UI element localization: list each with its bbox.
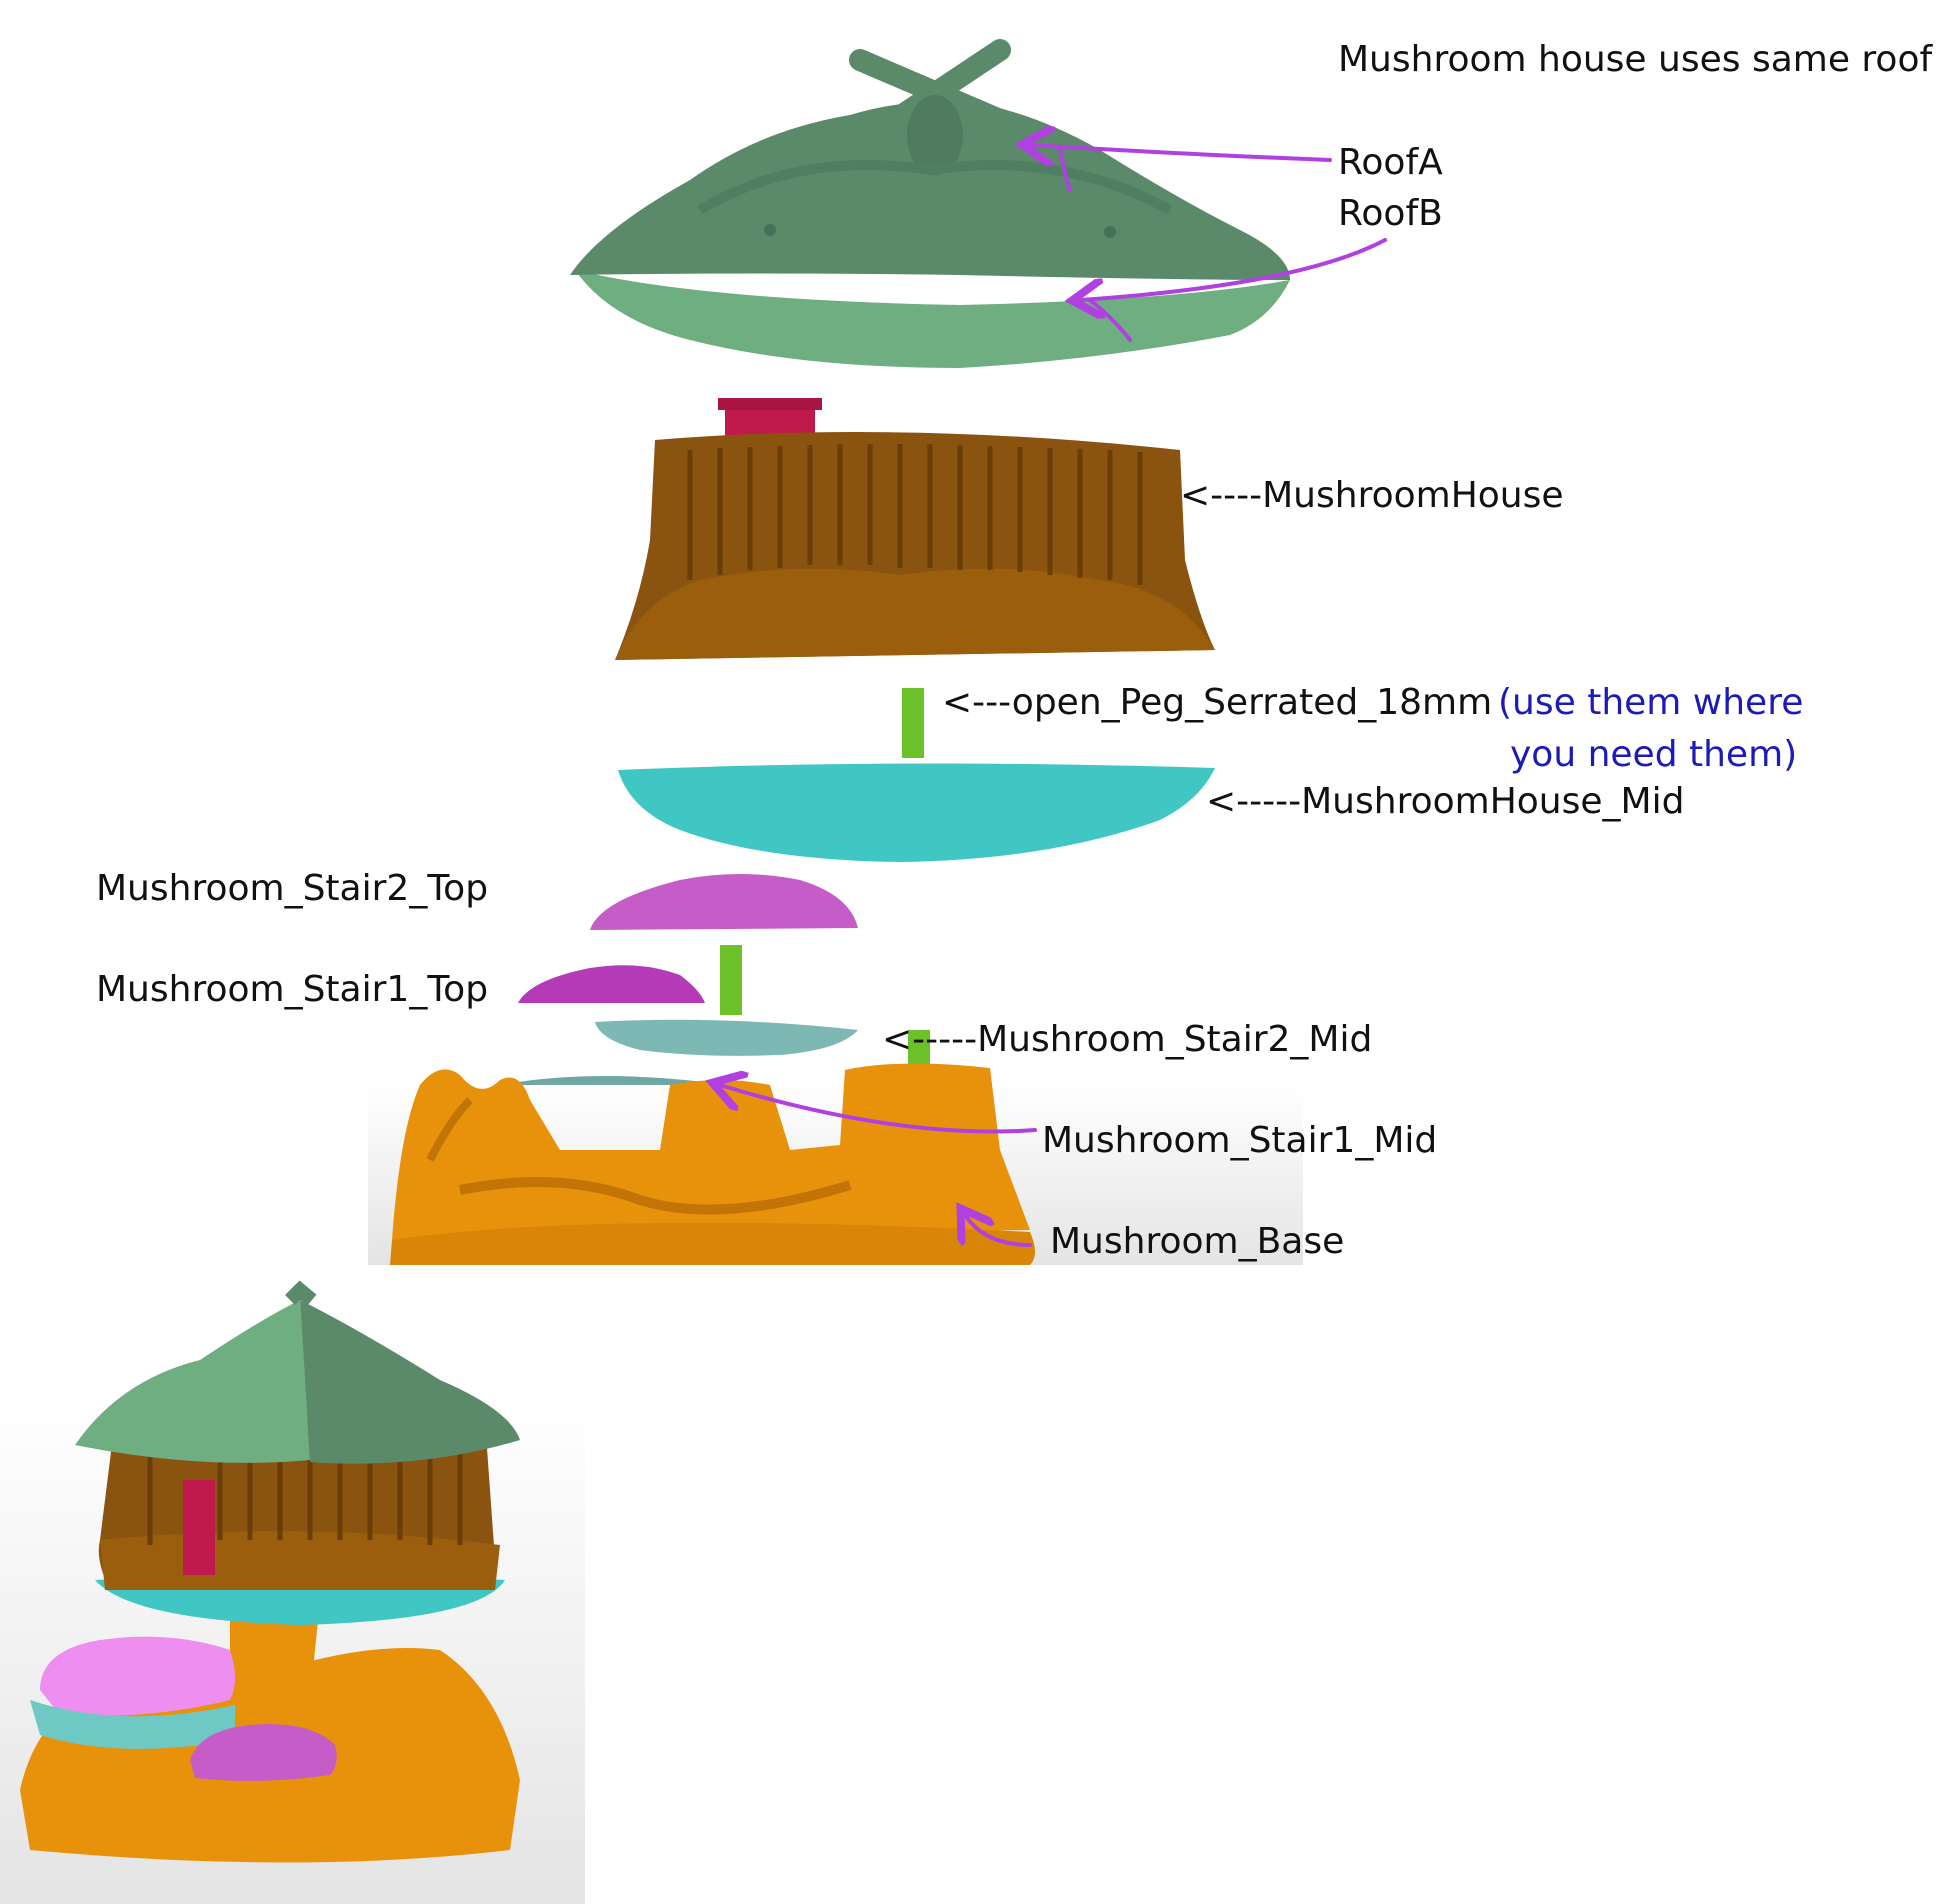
- stair2-mid-part: [595, 1020, 858, 1056]
- label-peg-note-line2: you need them): [1510, 737, 1797, 773]
- label-stair2-mid: <-----Mushroom_Stair2_Mid: [882, 1022, 1372, 1058]
- stair2-top-part: [590, 874, 858, 930]
- stair-peg-part: [720, 945, 742, 1015]
- assembled-view: [0, 1290, 585, 1904]
- label-stair1-mid: Mushroom_Stair1_Mid: [1042, 1123, 1437, 1159]
- label-peg: <---open_Peg_Serrated_18mm: [942, 685, 1492, 721]
- label-mushroom-house: <----MushroomHouse: [1180, 478, 1564, 514]
- label-stair1-top: Mushroom_Stair1_Top: [96, 972, 488, 1008]
- label-roof-b: RoofB: [1338, 196, 1443, 232]
- label-roof-a: RoofA: [1338, 145, 1443, 181]
- label-base: Mushroom_Base: [1050, 1224, 1344, 1260]
- header-note: Mushroom house uses same roof: [1338, 42, 1932, 78]
- peg-part: [902, 688, 924, 758]
- roof-part: [570, 50, 1290, 368]
- mushroom-house-mid-part: [618, 763, 1215, 862]
- stair1-top-part: [518, 965, 705, 1003]
- mushroom-house-part: [615, 398, 1215, 660]
- label-stair2-top: Mushroom_Stair2_Top: [96, 871, 488, 907]
- label-peg-note-line1: (use them where: [1498, 685, 1803, 721]
- label-house-mid: <-----MushroomHouse_Mid: [1206, 784, 1684, 820]
